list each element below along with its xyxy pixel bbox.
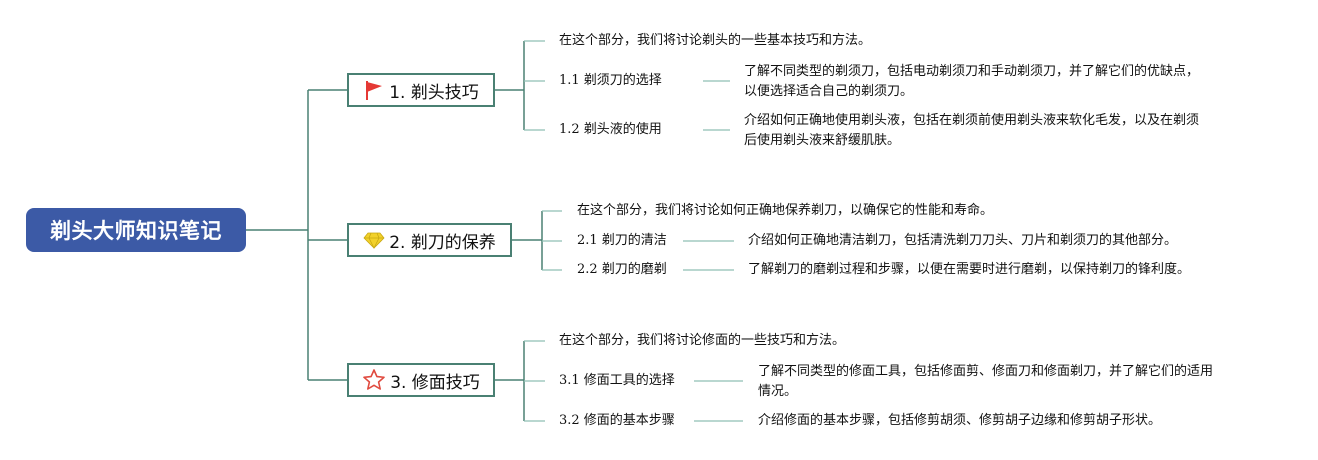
star-icon — [363, 369, 385, 390]
sub-topic-desc: 了解不同类型的修面工具，包括修面剪、修面刀和修面剃刀，并了解它们的适用 情况。 — [758, 362, 1213, 402]
branch-title: 3. 修面技巧 — [390, 372, 480, 393]
sub-topic-label[interactable]: 2.2 剃刀的磨剃 — [577, 262, 667, 277]
root-topic[interactable]: 剃头大师知识笔记 — [26, 208, 246, 252]
sub-topic-desc: 介绍修面的基本步骤，包括修剪胡须、修剪胡子边缘和修剪胡子形状。 — [758, 411, 1161, 431]
desc-line: 以便选择适合自己的剃须刀。 — [744, 84, 914, 99]
sub-topic-desc: 了解不同类型的剃须刀，包括电动剃须刀和手动剃须刀，并了解它们的优缺点， 以便选择… — [744, 62, 1199, 102]
red-flag-icon — [366, 81, 383, 100]
branch-topic-2[interactable]: 2. 剃刀的保养 — [347, 223, 512, 257]
branch-title: 2. 剃刀的保养 — [389, 232, 496, 253]
sub-topic-desc: 了解剃刀的磨剃过程和步骤，以便在需要时进行磨剃，以保持剃刀的锋利度。 — [748, 260, 1190, 280]
branch-topic-3[interactable]: 3. 修面技巧 — [347, 363, 495, 397]
section-intro: 在这个部分，我们将讨论修面的一些技巧和方法。 — [559, 333, 846, 348]
desc-line: 介绍修面的基本步骤，包括修剪胡须、修剪胡子边缘和修剪胡子形状。 — [758, 413, 1162, 428]
desc-line: 情况。 — [758, 384, 798, 399]
desc-line: 了解剃刀的磨剃过程和步骤，以便在需要时进行磨剃，以保持剃刀的锋利度。 — [748, 262, 1191, 277]
branch-title: 1. 剃头技巧 — [389, 82, 479, 103]
desc-line: 了解不同类型的剃须刀，包括电动剃须刀和手动剃须刀，并了解它们的优缺点， — [744, 64, 1200, 79]
section-intro: 在这个部分，我们将讨论如何正确地保养剃刀，以确保它的性能和寿命。 — [577, 203, 994, 218]
sub-topic-label[interactable]: 3.2 修面的基本步骤 — [559, 413, 675, 428]
branch-topic-1[interactable]: 1. 剃头技巧 — [347, 73, 495, 107]
desc-line: 后使用剃头液来舒缓肌肤。 — [744, 133, 901, 148]
sub-topic-label[interactable]: 1.1 剃须刀的选择 — [559, 73, 662, 88]
section-intro: 在这个部分，我们将讨论剃头的一些基本技巧和方法。 — [559, 33, 872, 48]
diamond-icon — [363, 232, 385, 249]
sub-topic-label[interactable]: 2.1 剃刀的清洁 — [577, 233, 667, 248]
desc-line: 介绍如何正确地清洁剃刀，包括清洗剃刀刀头、刀片和剃须刀的其他部分。 — [748, 233, 1178, 248]
sub-topic-label[interactable]: 1.2 剃头液的使用 — [559, 122, 662, 137]
desc-line: 介绍如何正确地使用剃头液，包括在剃须前使用剃头液来软化毛发，以及在剃须 — [744, 113, 1200, 128]
root-title: 剃头大师知识笔记 — [50, 219, 222, 243]
sub-topic-desc: 介绍如何正确地清洁剃刀，包括清洗剃刀刀头、刀片和剃须刀的其他部分。 — [748, 231, 1177, 251]
sub-topic-label[interactable]: 3.1 修面工具的选择 — [559, 373, 675, 388]
desc-line: 了解不同类型的修面工具，包括修面剪、修面刀和修面剃刀，并了解它们的适用 — [758, 364, 1214, 379]
sub-topic-desc: 介绍如何正确地使用剃头液，包括在剃须前使用剃头液来软化毛发，以及在剃须 后使用剃… — [744, 111, 1199, 151]
